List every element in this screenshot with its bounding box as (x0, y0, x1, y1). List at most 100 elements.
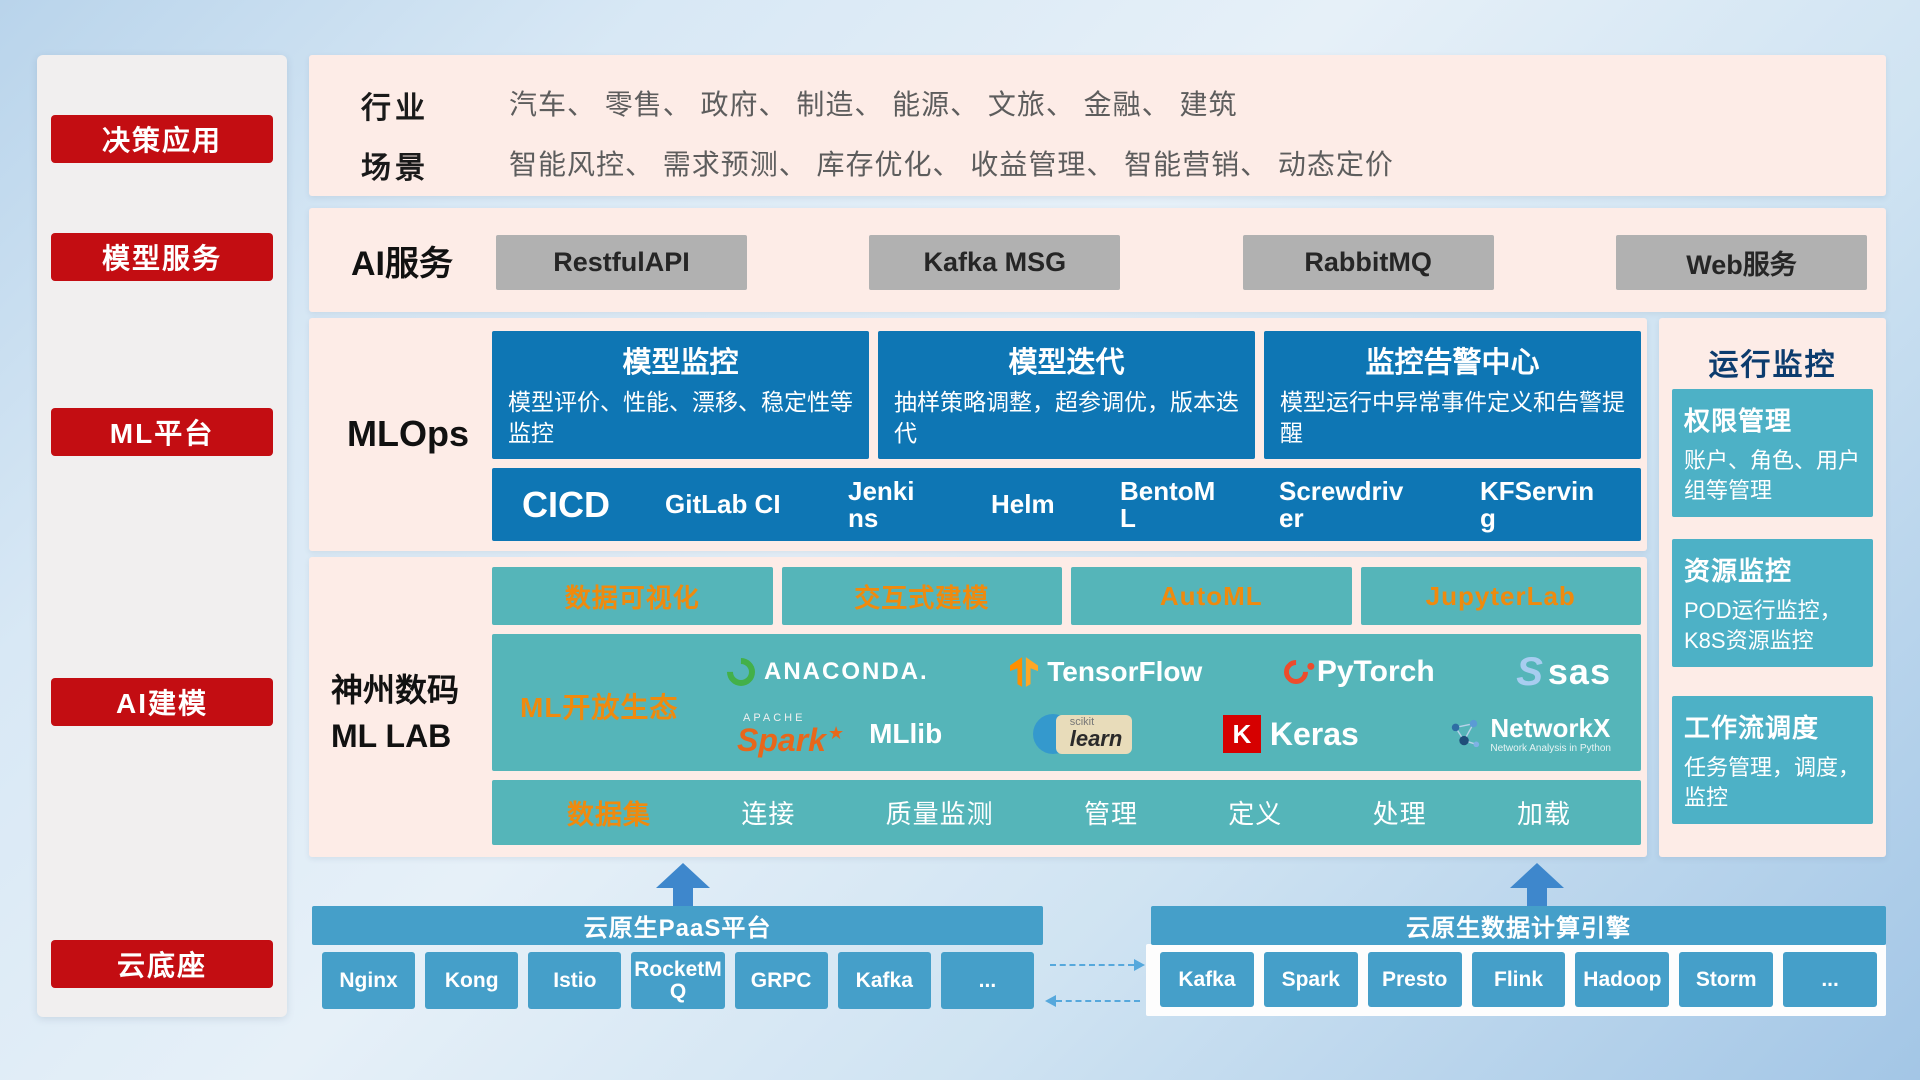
model-monitoring-card: 模型监控 模型评价、性能、漂移、稳定性等监控 (492, 331, 869, 459)
engine-header: 云原生数据计算引擎 (1151, 906, 1886, 945)
spark-label: Spark (737, 721, 826, 758)
spark-mllib-logo: APACHE Spark ★ MLlib (737, 711, 942, 758)
paas-header: 云原生PaaS平台 (312, 906, 1043, 945)
mllab-label-line2: ML LAB (331, 718, 452, 754)
dashed-arrow-right-line (1050, 964, 1134, 966)
scene-list: 智能风控、 需求预测、 库存优化、 收益管理、 智能营销、 动态定价 (509, 149, 1394, 180)
dashed-arrow-left-icon (1045, 995, 1056, 1007)
layer-label-ai-modeling: AI建模 (51, 678, 273, 726)
pytorch-icon (1278, 655, 1313, 689)
layer-label-model-service: 模型服务 (51, 233, 273, 281)
layer-label-decision-apps: 决策应用 (51, 115, 273, 163)
run-monitor-title: 运行监控 (1708, 349, 1837, 382)
card-title: 工作流调度 (1684, 713, 1820, 743)
kafka-tile: Kafka (837, 952, 931, 1009)
keras-logo: K Keras (1222, 715, 1359, 753)
tensorflow-icon (1010, 657, 1039, 687)
dataset-quality: 质量监测 (885, 799, 994, 829)
istio-tile: Istio (528, 952, 622, 1009)
networkx-subtitle: Network Analysis in Python (1490, 742, 1611, 754)
paas-components: Nginx Kong Istio RocketMQ GRPC Kafka ... (322, 952, 1034, 1009)
mllab-band: 神州数码 ML LAB 数据可视化 交互式建模 AutoML JupyterLa… (309, 557, 1647, 857)
dataset-process: 处理 (1372, 799, 1427, 829)
ai-service-band: AI服务 RestfulAPI Kafka MSG RabbitMQ Web服务 (309, 208, 1886, 312)
networkx-logo: NetworkX Network Analysis in Python (1449, 714, 1611, 754)
screwdriver-item: Screwdriver (1279, 475, 1404, 533)
networkx-icon (1452, 719, 1480, 748)
mlops-band: MLOps 模型监控 模型评价、性能、漂移、稳定性等监控 模型迭代 抽样策略调整… (309, 318, 1647, 551)
industry-scene-band: 行业 汽车、 零售、 政府、 制造、 能源、 文旅、 金融、 建筑 场景 智能风… (309, 55, 1886, 196)
bentoml-item: BentoML (1120, 475, 1216, 533)
ecosystem-logos-row2: APACHE Spark ★ MLlib scikit learn (737, 704, 1611, 764)
layer-sidebar: 决策应用 模型服务 ML平台 AI建模 云底座 (37, 55, 287, 1017)
ai-service-buttons: RestfulAPI Kafka MSG RabbitMQ Web服务 (496, 235, 1867, 290)
nginx-tile: Nginx (322, 952, 416, 1009)
apache-label: APACHE (743, 711, 806, 724)
dataset-label: 数据集 (567, 800, 651, 830)
data-visualization-tile: 数据可视化 (492, 567, 773, 625)
pytorch-logo: PyTorch (1278, 655, 1435, 689)
model-iteration-card: 模型迭代 抽样策略调整，超参调优，版本迭代 (878, 331, 1255, 459)
card-title: 模型监控 (622, 347, 739, 379)
cicd-label: CICD (522, 483, 610, 525)
flink-tile: Flink (1471, 952, 1566, 1007)
presto-tile: Presto (1367, 952, 1462, 1007)
ai-service-label: AI服务 (351, 244, 453, 283)
automl-tile: AutoML (1071, 567, 1352, 625)
helm-item: Helm (991, 489, 1055, 519)
dataset-manage: 管理 (1083, 799, 1138, 829)
hadoop-tile: Hadoop (1575, 952, 1670, 1007)
more-engine-tile: ... (1783, 952, 1878, 1007)
dashed-arrow-left-line (1056, 1000, 1140, 1002)
layer-label-ml-platform: ML平台 (51, 408, 273, 456)
card-desc: 模型评价、性能、漂移、稳定性等监控 (508, 389, 853, 446)
dataset-row: 数据集 连接 质量监测 管理 定义 处理 加载 (492, 780, 1641, 845)
workflow-scheduler-card: 工作流调度 任务管理，调度，监控 (1672, 696, 1873, 824)
spark-tile: Spark (1263, 952, 1358, 1007)
anaconda-logo: ANACONDA. (721, 652, 929, 692)
spark-star-icon: ★ (827, 722, 845, 743)
scikit-learn-logo: scikit learn (1032, 714, 1133, 754)
ml-ecosystem-label: ML开放生态 (520, 692, 679, 723)
ecosystem-logos-row1: ANACONDA. TensorFlow PyTorch S sas (721, 646, 1611, 698)
interactive-modeling-tile: 交互式建模 (781, 567, 1062, 625)
card-title: 权限管理 (1684, 406, 1793, 436)
cicd-bar: CICD GitLab CI Jenkins Helm BentoML Scre… (492, 468, 1641, 541)
industry-label: 行业 (361, 92, 429, 125)
card-title: 监控告警中心 (1365, 347, 1540, 379)
cicd-items: GitLab CI Jenkins Helm BentoML Screwdriv… (665, 475, 1641, 533)
sas-logo: S sas (1516, 649, 1611, 694)
card-desc: POD运行监控，K8S资源监控 (1684, 598, 1842, 653)
engine-components: Kafka Spark Presto Flink Hadoop Storm ..… (1160, 952, 1878, 1007)
storm-tile: Storm (1679, 952, 1774, 1007)
jenkins-item: Jenkins (848, 475, 915, 533)
tensorflow-logo: TensorFlow (1010, 656, 1202, 688)
kong-tile: Kong (425, 952, 519, 1009)
mllab-label-line1: 神州数码 (331, 672, 460, 708)
dataset-connect: 连接 (741, 799, 796, 829)
industry-list: 汽车、 零售、 政府、 制造、 能源、 文旅、 金融、 建筑 (509, 89, 1238, 120)
dataset-load: 加载 (1516, 799, 1571, 829)
card-desc: 账户、角色、用户组等管理 (1684, 448, 1861, 503)
mlops-cards: 模型监控 模型评价、性能、漂移、稳定性等监控 模型迭代 抽样策略调整，超参调优，… (492, 331, 1641, 459)
grpc-tile: GRPC (734, 952, 828, 1009)
keras-k-icon: K (1222, 715, 1261, 753)
web-service-tile: Web服务 (1615, 235, 1867, 290)
learn-label: learn (1069, 725, 1123, 751)
rabbitmq-tile: RabbitMQ (1242, 235, 1494, 290)
mllab-tools: 数据可视化 交互式建模 AutoML JupyterLab (492, 567, 1641, 625)
kfserving-item: KFServing (1480, 475, 1595, 533)
scikit-label: scikit (1069, 715, 1095, 728)
permission-management-card: 权限管理 账户、角色、用户组等管理 (1672, 389, 1873, 517)
card-desc: 模型运行中异常事件定义和告警提醒 (1280, 389, 1625, 446)
ml-ecosystem-box: ML开放生态 ANACONDA. TensorFlow PyTorch (492, 634, 1641, 771)
rocketmq-tile: RocketMQ (631, 952, 725, 1009)
dataset-define: 定义 (1228, 799, 1283, 829)
sas-swirl-icon: S (1516, 649, 1543, 694)
run-monitor-panel: 运行监控 权限管理 账户、角色、用户组等管理 资源监控 POD运行监控，K8S资… (1659, 318, 1886, 857)
resource-monitor-card: 资源监控 POD运行监控，K8S资源监控 (1672, 539, 1873, 667)
mlops-label: MLOps (347, 413, 469, 454)
anaconda-icon (721, 652, 761, 692)
dashed-arrow-right-icon (1134, 959, 1145, 971)
